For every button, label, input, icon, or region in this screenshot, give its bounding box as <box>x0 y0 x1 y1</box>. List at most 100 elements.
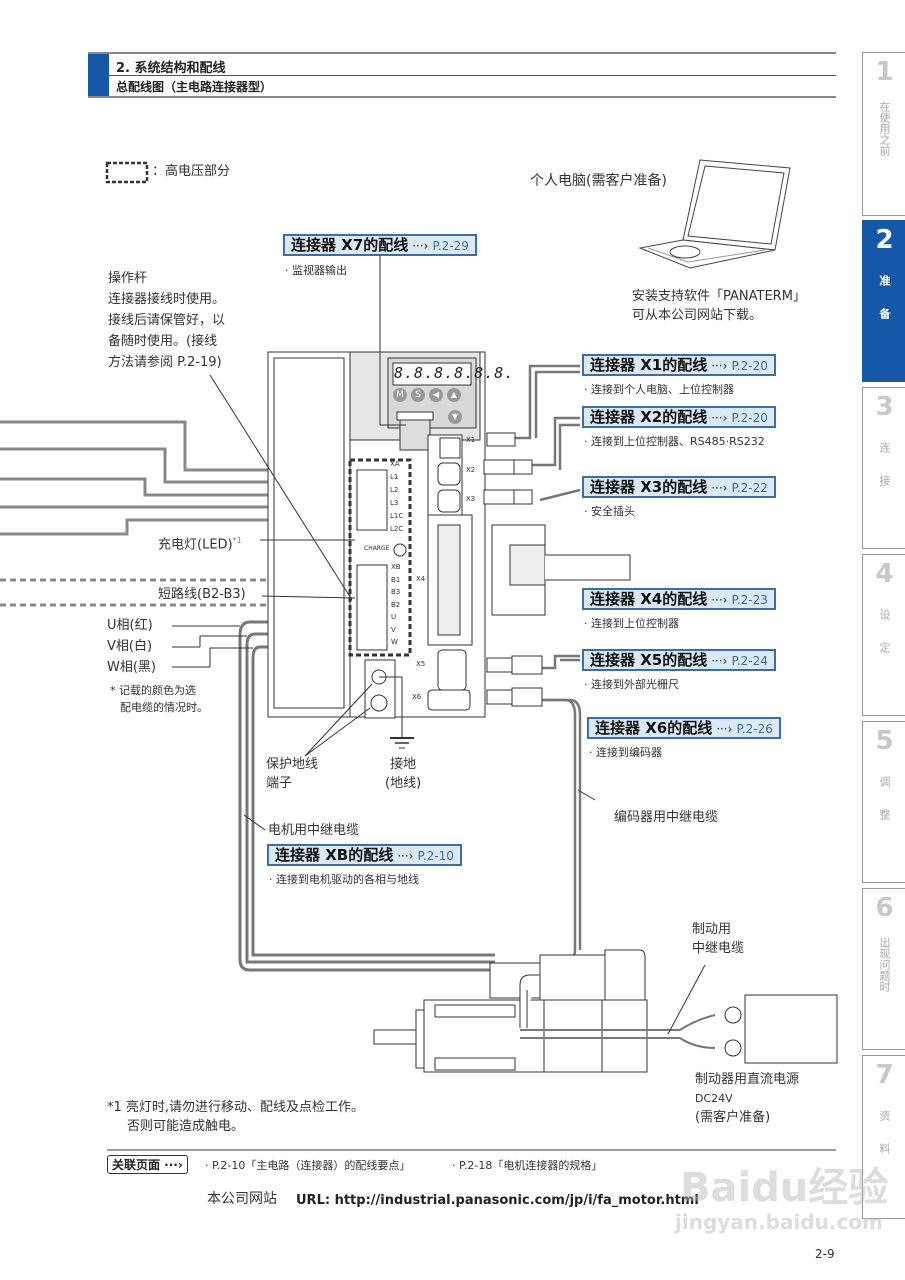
legend-label: ：高电压部分 <box>152 164 231 179</box>
tab-label: 调整 <box>878 776 891 842</box>
driver-7seg-display: 8.8.8.8.8.8. <box>394 364 515 382</box>
motor-cable-leader <box>243 814 266 831</box>
pe-terminal-line: 端子 <box>266 776 293 791</box>
page-number: 2-9 <box>815 1247 835 1261</box>
ring-terminal-icon <box>724 1039 742 1057</box>
connector-name: 连接器 X6的配线 <box>595 719 713 737</box>
lever-note-line: 操作杆 <box>108 271 148 286</box>
port-label-x1: X1 <box>466 436 476 444</box>
website-label: 本公司网站 <box>207 1191 277 1207</box>
page-ref: P.2-22 <box>731 481 768 495</box>
pin-label: L2 <box>390 486 399 494</box>
mode-button[interactable]: M <box>393 388 407 402</box>
page-ref: P.2-10 <box>417 849 454 863</box>
tab-number: 2 <box>875 225 894 255</box>
footnote: *1 亮灯时,请勿进行移动、配线及点检工作。 否则可能造成触电。 <box>107 1098 364 1136</box>
related-pages-badge: 关联页面 ···› <box>107 1155 188 1174</box>
shift-button[interactable]: ◀ <box>429 388 443 402</box>
pin-label: L3 <box>390 499 399 507</box>
pin-label: XB <box>391 563 401 571</box>
motor-relay-cable <box>238 620 495 972</box>
link-arrow-icon: ···› <box>711 654 728 668</box>
connector-xb-desc: · 连接到电机驱动的各相与地线 <box>269 873 419 886</box>
page-ref: P.2-20 <box>731 411 768 425</box>
pe-leader-2 <box>304 707 371 757</box>
u-phase-label: U相(红) <box>107 618 153 633</box>
tab-number: 7 <box>875 1060 894 1090</box>
link-arrow-icon: ···› <box>412 239 429 253</box>
connector-x2-desc: · 连接到上位控制器、RS485·RS232 <box>584 435 765 448</box>
connector-name: 连接器 X2的配线 <box>590 408 708 426</box>
website-url[interactable]: URL: http://industrial.panasonic.com/jp/… <box>296 1193 699 1208</box>
charge-led-text: 充电灯(LED) <box>158 537 233 553</box>
port-label-x5: X5 <box>416 660 426 668</box>
footnote-line: *1 亮灯时,请勿进行移动、配线及点检工作。 <box>107 1100 365 1115</box>
connector-x6-desc: · 连接到编码器 <box>589 746 662 759</box>
brake-psu-line: 制动器用直流电源 <box>695 1072 800 1087</box>
footnote-ref: *1 <box>232 536 242 545</box>
high-voltage-legend-swatch <box>105 161 149 184</box>
tab-number: 5 <box>875 726 894 756</box>
connector-x1-link[interactable]: 连接器 X1的配线···›P.2-20 <box>582 354 776 376</box>
port-label-x6: X6 <box>412 693 422 701</box>
short-wire-leader <box>261 595 356 599</box>
tab-number: 4 <box>875 559 894 589</box>
power-input-wires <box>0 420 356 536</box>
connector-x4-link[interactable]: 连接器 X4的配线···›P.2-23 <box>582 588 776 610</box>
color-note-line: * 记载的颜色为选 <box>110 684 196 697</box>
header-divider <box>109 75 836 76</box>
tab-number: 6 <box>875 893 894 923</box>
chapter-tab-3[interactable]: 3 连接 <box>862 387 905 549</box>
watermark-domain: jingyan.baidu.com <box>675 1210 883 1234</box>
set-button[interactable]: S <box>411 388 425 402</box>
dc-power-supply-box <box>744 994 838 1064</box>
brake-cable <box>520 1014 716 1049</box>
down-button[interactable]: ▼ <box>448 410 462 424</box>
connector-name: 连接器 X3的配线 <box>590 478 708 496</box>
tab-label: 出现问题时 <box>878 937 891 992</box>
tab-label: 连接 <box>878 442 891 508</box>
brake-psu-line: (需客户准备) <box>695 1110 771 1125</box>
motor-cable-label: 电机用中继电缆 <box>268 823 360 838</box>
section-header: 2. 系统结构和配线 总配线图（主电路连接器型） <box>88 52 836 98</box>
connector-x2-link[interactable]: 连接器 X2的配线···›P.2-20 <box>582 406 776 428</box>
link-arrow-icon: ···› <box>711 359 728 373</box>
xb-pin-labels: XB B1 B3 B2 U V W <box>391 561 401 649</box>
tab-number: 3 <box>875 392 894 422</box>
pin-label: W <box>391 638 398 646</box>
brake-psu-line: DC24V <box>695 1092 733 1105</box>
chapter-tab-6[interactable]: 6 出现问题时 <box>862 888 905 1050</box>
page-ref: P.2-23 <box>731 593 768 607</box>
ground-icon <box>379 676 414 749</box>
related-link-2[interactable]: · P.2-18「电机连接器的规格」 <box>452 1159 603 1172</box>
pin-label: XA <box>390 460 400 468</box>
chapter-tab-5[interactable]: 5 调整 <box>862 721 905 883</box>
lever-note: 操作杆 连接器接线时使用。 接线后请保管好，以 备随时使用。(接线 方法请参阅 … <box>108 268 225 373</box>
connector-x5-link[interactable]: 连接器 X5的配线···›P.2-24 <box>582 649 776 671</box>
pe-terminal-label: 保护地线 端子 <box>266 755 318 793</box>
ground-label: 接地 (地线) <box>385 755 421 793</box>
link-arrow-icon: ···› <box>711 411 728 425</box>
pin-label: V <box>391 625 396 634</box>
connector-x7-link[interactable]: 连接器 X7的配线···›P.2-29 <box>283 234 477 256</box>
color-note: * 记载的颜色为选 配电缆的情况时。 <box>110 682 208 716</box>
connector-x6-link[interactable]: 连接器 X6的配线···›P.2-26 <box>587 717 781 739</box>
connector-x4-desc: · 连接到上位控制器 <box>584 617 679 630</box>
servo-driver <box>267 351 486 719</box>
ground-line: 接地 <box>390 757 417 772</box>
driver-keypad: M S ◀ ▲ <box>393 388 461 402</box>
connector-x3-link[interactable]: 连接器 X3的配线···›P.2-22 <box>582 476 776 498</box>
pin-label: B3 <box>391 588 401 596</box>
ring-terminal-icon <box>724 1006 742 1024</box>
up-button[interactable]: ▲ <box>447 388 461 402</box>
related-link-1[interactable]: · P.2-10「主电路（连接器）的配线要点」 <box>205 1159 411 1172</box>
connector-xb-link[interactable]: 连接器 XB的配线···›P.2-10 <box>267 844 462 866</box>
footnote-line: 否则可能造成触电。 <box>127 1119 245 1134</box>
pin-label: U <box>391 613 397 621</box>
lever-leader-line <box>209 374 353 601</box>
